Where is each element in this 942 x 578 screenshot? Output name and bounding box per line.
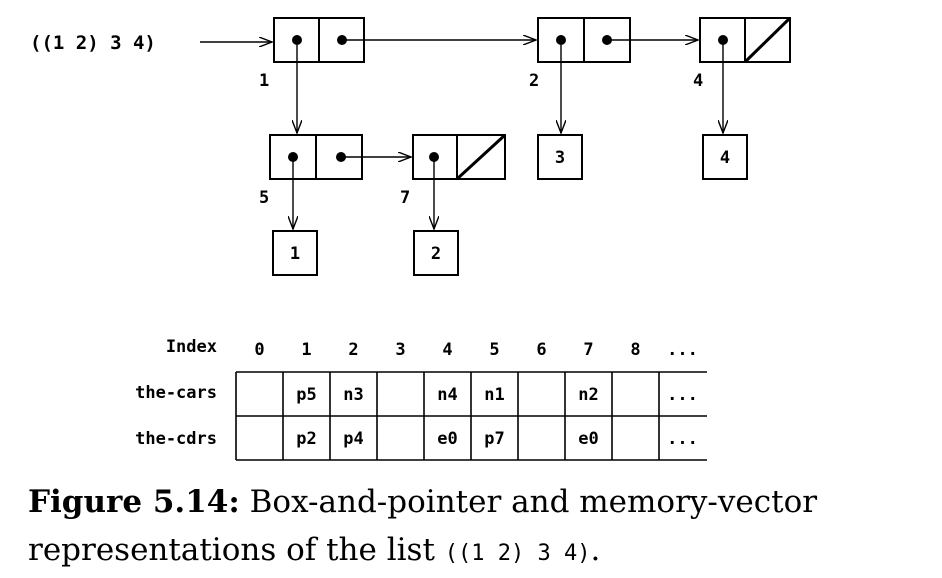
cell-the-cars-5: n1 — [484, 385, 504, 405]
cell-the-cdrs-4: e0 — [437, 429, 457, 449]
index-5: 5 — [489, 340, 499, 360]
svg-text:1: 1 — [290, 244, 300, 264]
figure-caption: Figure 5.14: Box-and-pointer and memory-… — [28, 478, 918, 578]
index-8: 8 — [630, 340, 640, 360]
index-4: 4 — [442, 340, 452, 360]
pair-7: 7 — [400, 133, 507, 208]
pair-label-7: 7 — [400, 188, 410, 208]
caption-code: ((1 2) 3 4) — [444, 541, 591, 566]
pair-2: 2 — [529, 17, 631, 91]
the-cdrs-label: the-cdrs — [135, 429, 217, 449]
svg-text:2: 2 — [431, 244, 441, 264]
pair-5: 5 — [259, 134, 363, 208]
table-grid — [235, 371, 707, 461]
caption-period: . — [590, 532, 601, 568]
caption-text: Box-and-pointer and memory-vector repres… — [28, 484, 818, 568]
pointer-arrows — [200, 40, 723, 229]
the-cars-label: the-cars — [135, 383, 217, 403]
index-2: 2 — [348, 340, 358, 360]
svg-text:3: 3 — [555, 148, 565, 168]
cell-the-cars-9: ... — [667, 385, 698, 405]
pair-1: 1 — [259, 17, 365, 91]
atom-box-4: 4 — [702, 134, 748, 180]
index-3: 3 — [395, 340, 405, 360]
svg-text:4: 4 — [720, 148, 730, 168]
atom-box-3: 3 — [537, 134, 583, 180]
figure-label: Figure 5.14: — [28, 484, 240, 520]
cell-the-cdrs-2: p4 — [343, 429, 363, 449]
memory-vector-table: Index 0 1 2 3 4 5 6 7 8... the-cars the-cdrs p5 n… — [135, 337, 707, 461]
box-and-pointer-diagram: ((1 2) 3 4) 1 2 4 5 7 — [30, 16, 792, 461]
index-row-label: Index — [166, 337, 217, 357]
index-row: 0 1 2 3 4 5 6 7 8... — [254, 340, 697, 360]
cell-the-cdrs-7: e0 — [578, 429, 598, 449]
index-0: 0 — [254, 340, 264, 360]
index-7: 7 — [583, 340, 593, 360]
list-expression-label: ((1 2) 3 4) — [30, 32, 156, 54]
pair-label-4: 4 — [693, 71, 703, 91]
pair-label-5: 5 — [259, 188, 269, 208]
cell-the-cdrs-5: p7 — [484, 429, 504, 449]
index-9: ... — [667, 340, 698, 360]
cell-the-cars-2: n3 — [343, 385, 363, 405]
pair-4: 4 — [693, 16, 792, 91]
pair-label-2: 2 — [529, 71, 539, 91]
cell-the-cars-1: p5 — [296, 385, 316, 405]
index-1: 1 — [301, 340, 311, 360]
cell-the-cdrs-1: p2 — [296, 429, 316, 449]
cell-the-cars-7: n2 — [578, 385, 598, 405]
index-6: 6 — [536, 340, 546, 360]
cell-the-cdrs-9: ... — [667, 429, 698, 449]
atom-box-2: 2 — [413, 230, 459, 276]
table-cells: p5 n3 n4 n1 n2... p2 p4 e0 p7 e0... — [296, 385, 698, 449]
cell-the-cars-4: n4 — [437, 385, 457, 405]
pair-label-1: 1 — [259, 71, 269, 91]
atom-box-1: 1 — [272, 230, 318, 276]
